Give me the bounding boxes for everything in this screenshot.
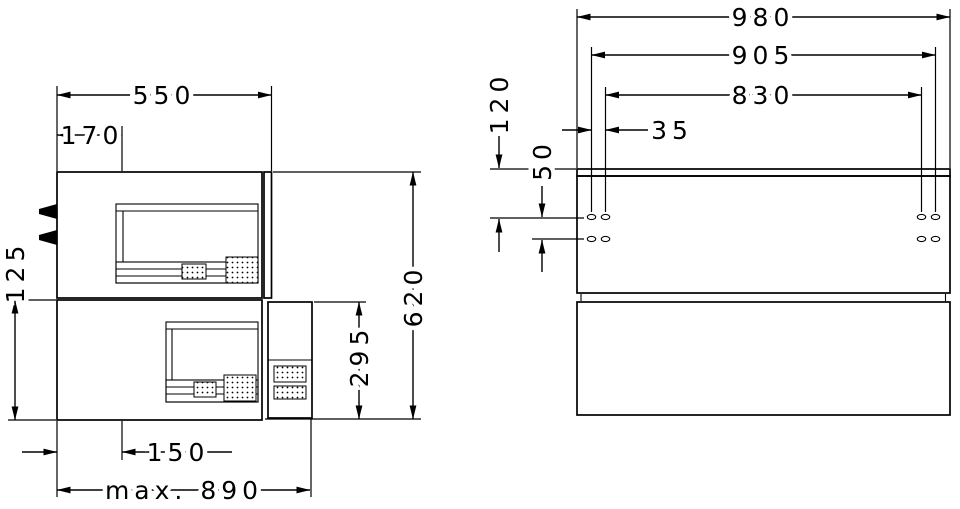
mounting-hole [586, 235, 597, 243]
dim-label-max-890: max. 890 [105, 476, 263, 505]
mounting-hole [916, 235, 927, 243]
front-dimension-lines [495, 13, 951, 272]
cabinet-front-view: 980 905 830 35 120 50 [481, 0, 951, 416]
dim-label-905: 905 [732, 41, 795, 70]
mounting-hole [916, 213, 927, 221]
mounting-holes [586, 213, 941, 243]
cabinet-side-view: 550 170 125 620 295 150 max. 890 [0, 77, 433, 509]
front-lower-drawer [576, 301, 951, 416]
dim-label-50: 50 [528, 139, 557, 181]
front-panel-hardware [268, 359, 312, 400]
mounting-hole [930, 235, 941, 243]
side-lower-box [56, 299, 263, 421]
front-upper-drawer [576, 175, 951, 294]
dim-label-120: 120 [485, 72, 514, 135]
dim-label-150: 150 [147, 438, 210, 467]
front-extension-lines [490, 9, 951, 240]
wall-bracket-bottom [39, 230, 57, 245]
upper-drawer-runner [115, 203, 259, 284]
wall-bracket-top [39, 204, 57, 219]
lower-drawer-runner [165, 321, 259, 403]
mounting-hole [600, 235, 611, 243]
mounting-hole [600, 213, 611, 221]
dim-label-620: 620 [399, 265, 428, 328]
dim-label-830: 830 [732, 81, 795, 110]
dim-label-125: 125 [1, 241, 30, 304]
dim-label-295: 295 [345, 325, 374, 388]
side-upper-front-panel [263, 171, 273, 299]
front-top-edge [576, 168, 951, 177]
dim-label-35: 35 [651, 116, 693, 145]
dim-label-550: 550 [133, 81, 196, 110]
dim-label-170: 170 [61, 121, 124, 150]
side-dimension-lines [11, 91, 417, 494]
dim-label-980: 980 [732, 3, 795, 32]
mounting-hole [930, 213, 941, 221]
mounting-hole [586, 213, 597, 221]
